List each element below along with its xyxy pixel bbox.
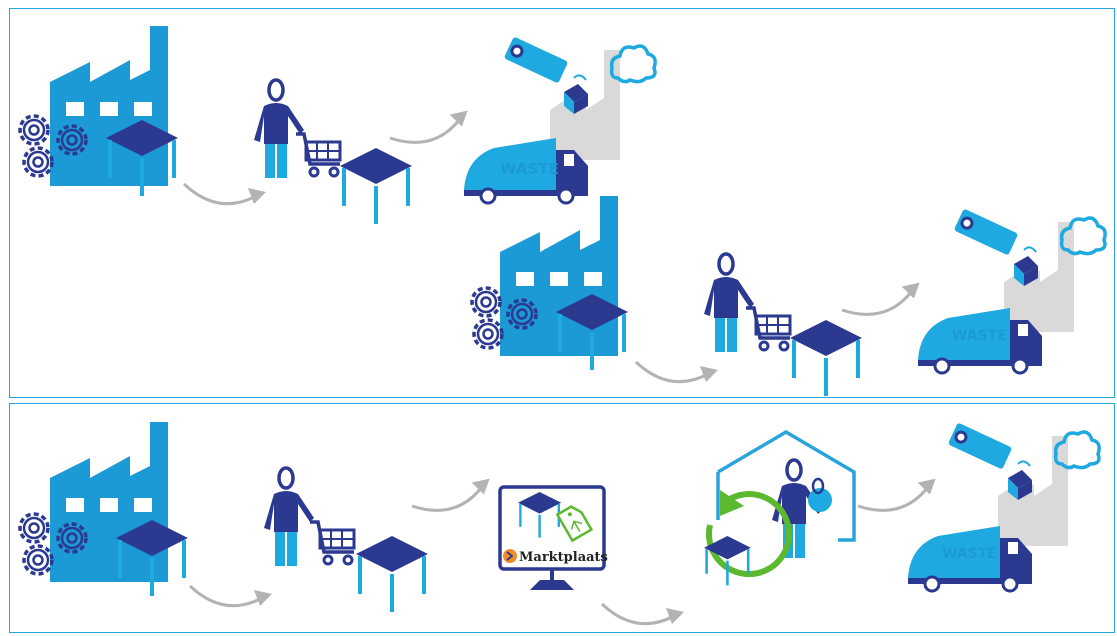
row1-consumer — [252, 78, 414, 226]
arrow-icon — [410, 469, 497, 526]
person-icon — [262, 466, 316, 568]
arrow-icon — [634, 360, 720, 384]
arrow-icon — [600, 602, 686, 626]
tag-icon — [952, 206, 1040, 288]
marketplace-monitor: Marktplaats — [498, 485, 608, 590]
gear-icon — [22, 146, 54, 178]
gear-icon — [470, 286, 502, 318]
truck-label: WASTE — [500, 160, 559, 178]
row1-waste: WASTE — [462, 34, 657, 205]
arrow-icon — [188, 584, 274, 608]
house-icon — [717, 429, 856, 542]
truck-label: WASTE — [942, 546, 997, 562]
table-icon — [338, 146, 414, 226]
marketplace-label: Marktplaats — [519, 550, 608, 565]
arrow-icon — [840, 273, 927, 330]
arrow-icon — [182, 182, 268, 206]
row2-consumer — [702, 252, 864, 398]
table-icon — [354, 534, 430, 614]
gear-icon — [18, 512, 50, 544]
shopping-cart-icon — [294, 132, 342, 178]
row2-waste: WASTE — [916, 206, 1107, 375]
row2-factory — [470, 196, 630, 372]
gear-icon — [472, 318, 504, 350]
arrow-icon — [388, 101, 475, 158]
tag-icon — [946, 420, 1034, 502]
person-icon — [252, 78, 306, 180]
row3-factory — [18, 422, 190, 598]
baby-icon — [808, 488, 832, 512]
recycle-arrow-icon — [705, 491, 792, 578]
table-icon — [788, 318, 864, 398]
truck-label: WASTE — [952, 328, 1007, 344]
shopping-cart-icon — [744, 306, 792, 352]
row3-waste: WASTE — [906, 420, 1101, 593]
gear-icon — [18, 114, 50, 146]
second-owner-house — [702, 429, 856, 587]
tag-icon — [502, 34, 590, 116]
price-tag-icon — [555, 505, 594, 543]
gear-icon — [22, 544, 54, 576]
row1-factory — [18, 26, 180, 198]
marktplaats-logo-icon — [503, 549, 517, 563]
row3-consumer — [262, 466, 430, 614]
person-icon — [702, 252, 756, 354]
arrow-icon — [856, 469, 943, 526]
shopping-cart-icon — [308, 520, 356, 566]
